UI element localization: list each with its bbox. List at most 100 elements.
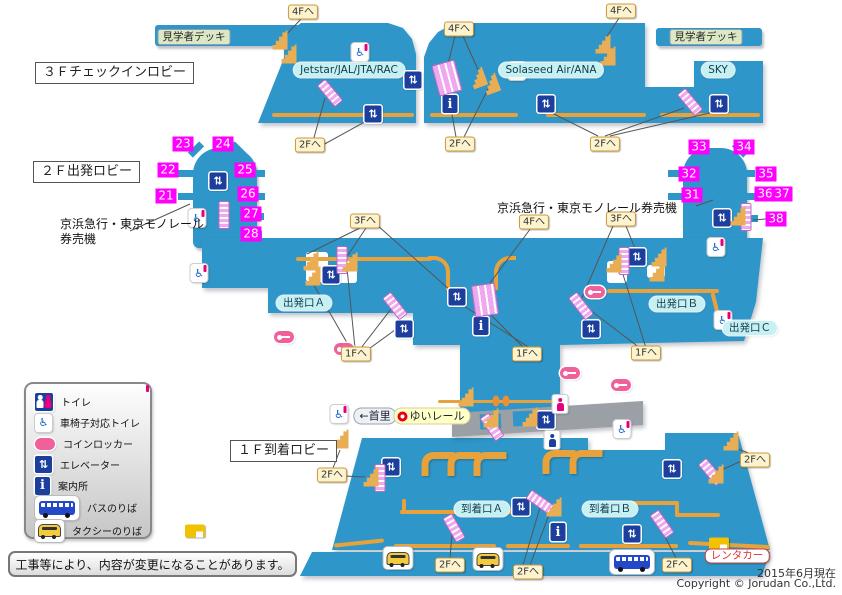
taxi-stand-icon	[383, 547, 413, 569]
to-shuri-label: ←首里	[353, 407, 397, 425]
wall-line	[430, 113, 518, 117]
taxi-stand-icon	[473, 548, 503, 570]
arrival-gate-a-label: 到着口Ａ	[455, 502, 509, 516]
escalator-icon	[218, 201, 230, 229]
yui-rail-label: ゆいレール	[393, 407, 471, 425]
gate-number-33: 33	[688, 139, 710, 155]
legend-label: エレベーター	[60, 461, 120, 472]
gate-stub	[668, 170, 684, 177]
stairs-icon	[468, 67, 489, 90]
nav-label-4Fへ: 4Fへ	[605, 3, 637, 19]
gate-number-25: 25	[234, 162, 256, 178]
gate-stub	[739, 170, 755, 177]
elevator-icon: ⇅	[663, 460, 681, 478]
arrival-gate-b-label: 到着口Ｂ	[583, 502, 637, 516]
coin-locker-icon	[274, 331, 294, 343]
wall-line	[546, 113, 646, 117]
gate-number-28: 28	[240, 226, 262, 242]
wall-line	[607, 289, 719, 293]
escalator-icon	[676, 87, 704, 117]
legend-label: タクシーのりば	[72, 527, 142, 538]
nav-label-2Fへ: 2Fへ	[661, 557, 693, 573]
nav-label-2Fへ: 2Fへ	[444, 136, 476, 152]
coin-locker-icon	[585, 286, 605, 298]
information-icon: i	[35, 476, 50, 495]
wall-arc	[494, 256, 516, 290]
information-icon: i	[442, 95, 458, 113]
departure-gate-b-label: 出発口Ｂ	[650, 297, 704, 311]
ticket-machine-icon	[185, 524, 205, 538]
gate-number-31: 31	[681, 187, 703, 203]
wall-arc	[428, 256, 450, 290]
information-icon: i	[473, 317, 489, 335]
stairs-icon	[458, 387, 474, 407]
elevator-icon: ⇅	[628, 248, 646, 266]
nav-label-2Fへ: 2Fへ	[512, 564, 544, 580]
wall-line	[272, 113, 414, 117]
ticket-gate-icon	[502, 395, 510, 407]
elevator-icon: ⇅	[364, 105, 382, 123]
ticket-gate-icon	[492, 395, 500, 407]
gate-number-38: 38	[765, 211, 787, 227]
wall-line	[333, 538, 385, 548]
nav-label-2Fへ: 2Fへ	[739, 452, 771, 468]
floor-title: １Ｆ到着ロビー	[230, 440, 338, 462]
bus-stop-icon	[35, 495, 79, 520]
legend-row: ♿車椅子対応トイレ	[35, 385, 150, 433]
gate-number-26: 26	[237, 186, 259, 202]
information-icon: i	[550, 523, 566, 541]
gate-number-36: 36	[754, 186, 776, 202]
stairs-icon	[723, 431, 739, 451]
gate-stub	[178, 170, 194, 177]
nav-label-2Fへ: 2Fへ	[434, 557, 466, 573]
wall-line	[675, 513, 720, 517]
departure-gate-a-label: 出発口Ａ	[277, 296, 331, 310]
escalator-icon	[470, 282, 500, 318]
nav-label-2Fへ: 2Fへ	[316, 467, 348, 483]
legend-row: コインロッカー	[35, 433, 150, 454]
womens-toilet-icon	[552, 395, 568, 413]
elevator-icon: ⇅	[35, 456, 52, 473]
gate-stub	[739, 193, 755, 200]
elevator-icon: ⇅	[512, 498, 530, 516]
escalator-icon	[431, 59, 463, 97]
nav-label-3Fへ: 3Fへ	[349, 213, 381, 229]
gate-number-21: 21	[155, 188, 177, 204]
gate-number-22: 22	[157, 162, 179, 178]
airline-label-jetstar-jal-jta-rac: Jetstar/JAL/JTA/RAC	[294, 63, 404, 77]
monorail-station-icon	[397, 411, 408, 421]
nav-label-2Fへ: 2Fへ	[294, 137, 326, 153]
legend-label: 車椅子対応トイレ	[60, 419, 140, 430]
observation-deck-label: 見学者デッキ	[669, 29, 743, 45]
gate-number-23: 23	[172, 136, 194, 152]
airline-label-solaseed-ana: Solaseed Air/ANA	[499, 63, 603, 77]
legend-label: トイレ	[61, 398, 91, 409]
gate-number-27: 27	[240, 206, 262, 222]
gate-number-24: 24	[212, 136, 234, 152]
as-of-date: 2015年6月現在	[757, 567, 836, 580]
elevator-icon: ⇅	[404, 71, 422, 89]
observation-deck-label: 見学者デッキ	[157, 29, 231, 45]
nav-label-2Fへ: 2Fへ	[589, 136, 621, 152]
floor-title: ３Ｆチェックインロビー	[35, 62, 195, 84]
gate-number-37: 37	[771, 186, 793, 202]
wheelchair-toilet-icon: ♿	[351, 43, 369, 61]
legend-row: タクシーのりば	[35, 519, 150, 542]
wheelchair-toilet-icon: ♿	[188, 209, 206, 227]
wheelchair-toilet-icon: ♿	[613, 420, 631, 438]
gate-stub	[249, 170, 265, 177]
departure-gate-c-label: 出発口Ｃ	[723, 321, 777, 335]
wall-line	[660, 113, 760, 117]
gate-stub	[178, 193, 194, 200]
elevator-icon: ⇅	[448, 288, 466, 306]
copyright: Copyright © Jorudan Co.,Ltd.	[676, 577, 836, 590]
wall-line	[506, 544, 570, 548]
gate-number-32: 32	[678, 166, 700, 182]
elevator-icon: ⇅	[623, 525, 641, 543]
nav-label-1Fへ: 1Fへ	[340, 346, 372, 362]
baggage-carousel-icon	[473, 452, 507, 476]
legend-label: バスのりば	[87, 504, 137, 515]
